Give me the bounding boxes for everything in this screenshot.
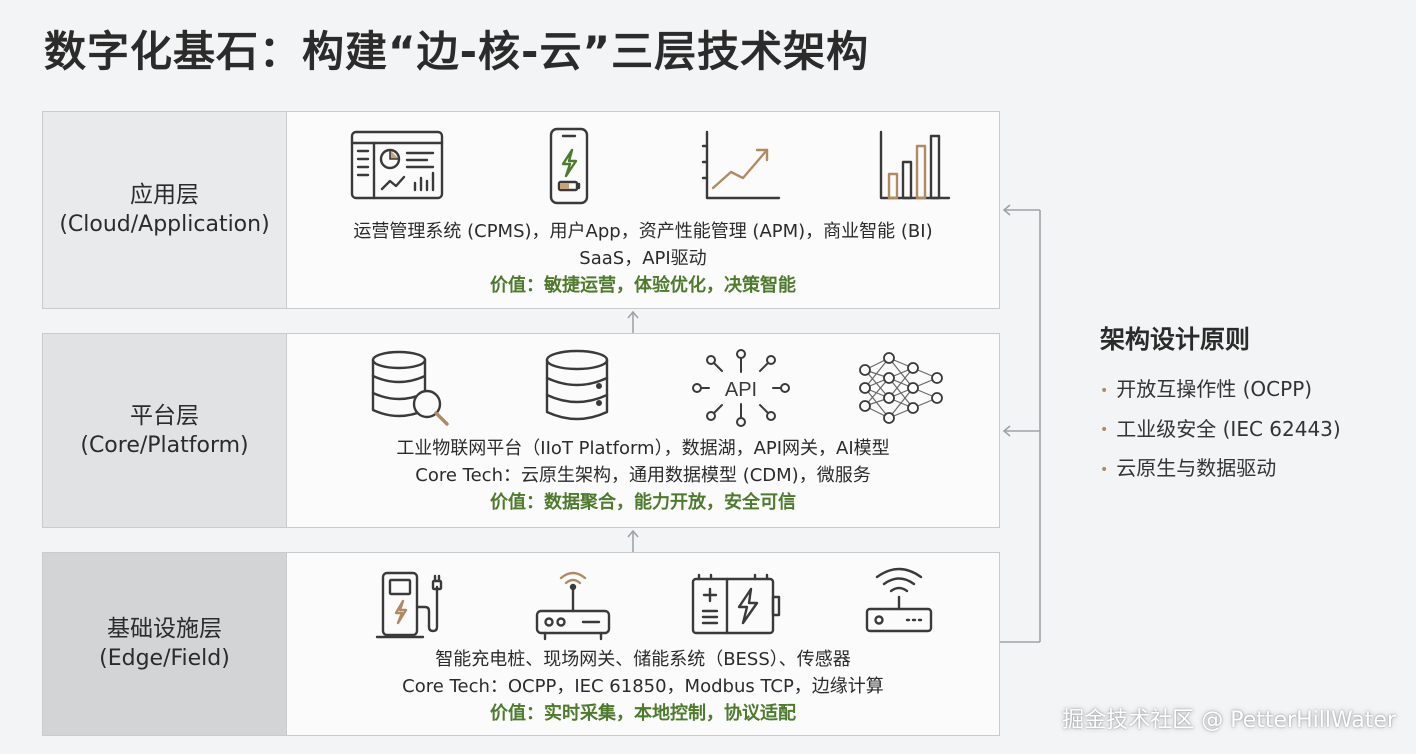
battery-storage-icon xyxy=(687,567,787,647)
wifi-sensor-icon xyxy=(849,567,949,647)
design-principles: 架构设计原则 • 开放互操作性 (OCPP) • 工业级安全 (IEC 62443)… xyxy=(1100,320,1341,489)
bar-chart-icon xyxy=(863,126,963,206)
layer-application: 应用层 (Cloud/Application) xyxy=(42,111,1000,309)
principle-item: • 云原生与数据驱动 xyxy=(1100,449,1341,489)
dashboard-icon xyxy=(347,126,447,206)
layer-name-en: (Edge/Field) xyxy=(99,646,230,671)
page-title: 数字化基石：构建“边-核-云”三层技术架构 xyxy=(44,27,870,76)
layer-value: 价值：实时采集，本地控制，协议适配 xyxy=(490,703,796,724)
principle-item: • 工业级安全 (IEC 62443) xyxy=(1100,410,1341,450)
layer-infrastructure: 基础设施层 (Edge/Field) xyxy=(42,552,1000,736)
bullet-icon: • xyxy=(1100,461,1109,478)
layer-label: 应用层 (Cloud/Application) xyxy=(43,112,287,308)
layer-name-en: (Cloud/Application) xyxy=(59,212,270,237)
principle-text: 云原生与数据驱动 xyxy=(1116,456,1277,480)
layer-description-line1: 智能充电桩、现场网关、储能系统（BESS）、传感器 xyxy=(435,649,851,670)
bullet-icon: • xyxy=(1100,382,1109,399)
database-search-icon xyxy=(359,348,459,428)
mobile-charging-icon xyxy=(519,126,619,206)
layer-name-cn: 平台层 xyxy=(130,402,199,429)
layer-description-line2: Core Tech：OCPP，IEC 61850，Modbus TCP，边缘计算 xyxy=(402,676,884,697)
layer-name-cn: 应用层 xyxy=(130,182,199,208)
watermark: 掘金技术社区 @ PetterHillWater xyxy=(1062,708,1396,733)
layer-description-line2: Core Tech：云原生架构，通用数据模型 (CDM)，微服务 xyxy=(415,465,871,486)
growth-chart-icon xyxy=(691,126,791,206)
principle-text: 开放互操作性 (OCPP) xyxy=(1116,377,1313,401)
charging-station-icon xyxy=(365,567,465,647)
layer-content: 智能充电桩、现场网关、储能系统（BESS）、传感器 Core Tech：OCPP… xyxy=(287,553,999,735)
layer-label: 基础设施层 (Edge/Field) xyxy=(43,553,287,735)
layer-content: API xyxy=(287,334,999,527)
database-icon xyxy=(527,348,627,428)
principles-connector xyxy=(1000,204,1041,643)
bullet-icon: • xyxy=(1100,422,1109,438)
api-label: API xyxy=(725,379,757,401)
api-icon: API xyxy=(691,348,791,428)
principle-text: 工业级安全 (IEC 62443) xyxy=(1116,416,1341,441)
principle-item: • 开放互操作性 (OCPP) xyxy=(1100,370,1341,410)
neural-network-icon xyxy=(851,348,951,428)
layer-content: 运营管理系统 (CPMS)，用户App，资产性能管理 (APM)，商业智能 (B… xyxy=(287,112,999,308)
layer-label: 平台层 (Core/Platform) xyxy=(43,334,287,527)
layer-name-en: (Core/Platform) xyxy=(80,432,249,458)
layer-description-line1: 工业物联网平台（IIoT Platform），数据湖，API网关，AI模型 xyxy=(396,438,890,459)
layer-description-line1: 运营管理系统 (CPMS)，用户App，资产性能管理 (APM)，商业智能 (B… xyxy=(353,221,933,242)
gateway-router-icon xyxy=(523,567,623,647)
up-arrow-icon xyxy=(627,529,639,552)
up-arrow-icon xyxy=(627,310,639,335)
layer-description-line2: SaaS，API驱动 xyxy=(579,248,707,269)
layer-platform: 平台层 (Core/Platform) xyxy=(42,333,1000,528)
layer-value: 价值：敏捷运营，体验优化，决策智能 xyxy=(490,275,796,296)
layer-name-cn: 基础设施层 xyxy=(107,616,222,642)
principles-heading: 架构设计原则 xyxy=(1100,325,1251,354)
layer-value: 价值：数据聚合，能力开放，安全可信 xyxy=(490,492,796,513)
